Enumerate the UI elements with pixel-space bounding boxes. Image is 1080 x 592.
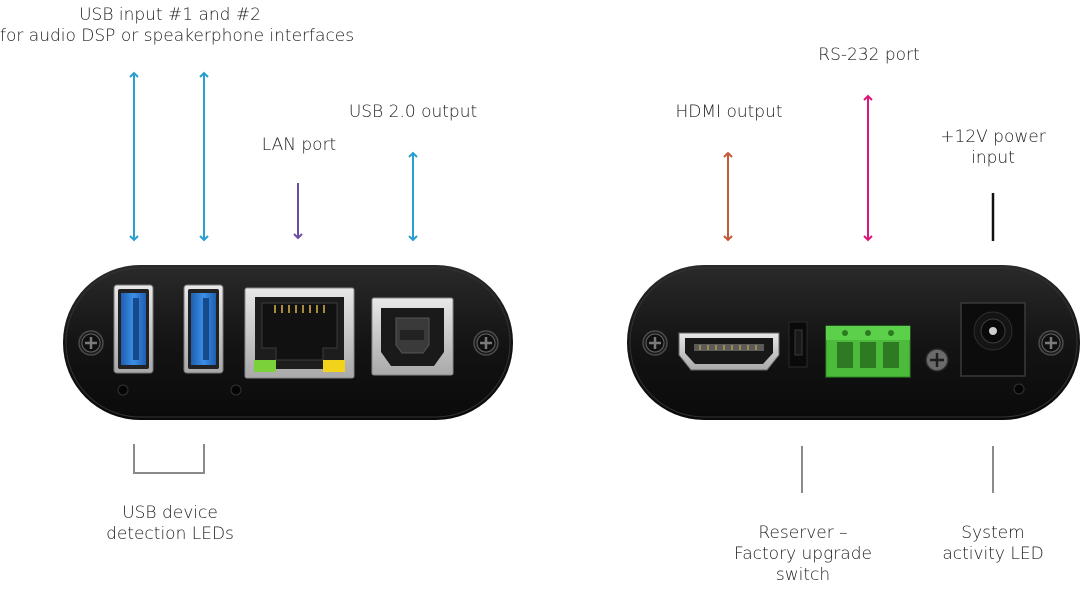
phillips-screw-icon — [641, 329, 669, 357]
usb-output-label-text: USB 2.0 output — [348, 102, 478, 122]
hdmi-output-label-text: HDMI output — [675, 102, 783, 122]
usb-leds-label-line-1: USB device — [122, 503, 218, 523]
system-activity-led — [1013, 383, 1025, 395]
reserver-switch-label: Reserver – Factory upgrade switch — [722, 523, 884, 586]
lan-port-label-text: LAN port — [261, 135, 337, 155]
rs232-port-label-text: RS-232 port — [818, 45, 920, 65]
usb-leds-label-line-2: detection LEDs — [106, 524, 234, 544]
reserver-switch-label-line-1: Reserver – — [758, 523, 848, 543]
right-device-panel — [627, 265, 1080, 420]
usb-leds-label: USB device detection LEDs — [90, 503, 250, 545]
reserver-switch-label-line-2: Factory upgrade — [734, 544, 872, 564]
hdmi-output-label: HDMI output — [665, 102, 793, 123]
power-input-label-line-2: input — [971, 148, 1015, 168]
hdmi-port — [678, 332, 780, 371]
lan-activity-led-yellow — [323, 360, 345, 372]
reserver-switch-label-line-3: switch — [775, 565, 831, 585]
usb-2-detection-led — [230, 384, 242, 396]
phillips-screw-icon — [1037, 329, 1065, 357]
usb-leds-bracket — [133, 444, 205, 474]
usb-port-1 — [113, 284, 154, 374]
power-input-label-line-1: +12V power — [940, 127, 1046, 147]
dc-power-jack — [960, 302, 1026, 377]
lan-link-led-green — [254, 360, 276, 372]
system-led-label-line-1: System — [961, 523, 1025, 543]
system-led-label-line-2: activity LED — [942, 544, 1044, 564]
system-led-label: System activity LED — [930, 523, 1056, 565]
usb-inputs-label-line-1: USB input #1 and #2 — [79, 5, 261, 25]
rs232-terminal-block — [825, 325, 911, 378]
power-input-label: +12V power input — [932, 127, 1054, 169]
usb-port-2 — [183, 284, 224, 374]
lan-port-label: LAN port — [240, 135, 358, 156]
phillips-screw-icon — [77, 329, 105, 357]
usb-output-label: USB 2.0 output — [340, 102, 486, 123]
phillips-screw-icon — [472, 329, 500, 357]
usb-inputs-label-line-2: for audio DSP or speakerphone interfaces — [0, 26, 355, 46]
lan-port — [244, 287, 355, 379]
factory-upgrade-switch — [788, 321, 808, 368]
usb-inputs-label: USB input #1 and #2 for audio DSP or spe… — [0, 5, 355, 47]
chassis-screw — [925, 348, 949, 372]
usb-b-output-port — [371, 297, 454, 376]
usb-1-detection-led — [117, 384, 129, 396]
rs232-port-label: RS-232 port — [810, 45, 928, 66]
left-device-panel — [63, 265, 513, 420]
